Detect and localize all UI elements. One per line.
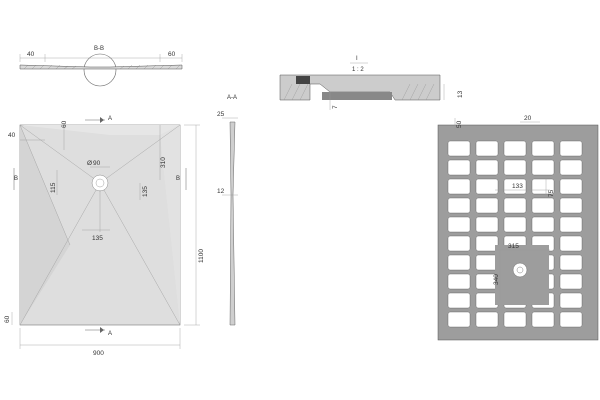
dim-60-bottom: 60 xyxy=(4,315,11,323)
dim-900: 900 xyxy=(93,350,104,357)
detail-scale: 1 : 2 xyxy=(352,67,364,73)
drain-hole-bottom xyxy=(512,262,528,278)
grid-cell xyxy=(559,311,583,328)
detail-i: I 1 : 2 13 7 xyxy=(279,56,464,110)
grid-cell xyxy=(503,311,527,328)
dim-340-bottom: 340 xyxy=(493,274,500,285)
grid-cell xyxy=(503,197,527,214)
grid-cell xyxy=(559,216,583,233)
profile-bb xyxy=(19,64,183,70)
section-b-left: B xyxy=(14,176,18,182)
grid-cell xyxy=(447,311,471,328)
grid-cell xyxy=(475,197,499,214)
dim-13-detail: 13 xyxy=(457,90,464,98)
grid-cell xyxy=(531,159,555,176)
plan-view: A A B B 40 60 Ø 90 115 310 135 135 xyxy=(4,116,205,357)
dim-1100: 1100 xyxy=(198,249,205,263)
section-aa: A-A 25 12 xyxy=(217,95,238,326)
dim-315-bottom: 315 xyxy=(508,243,519,250)
dim-25-aa: 25 xyxy=(217,111,225,118)
dim-115: 115 xyxy=(50,182,57,193)
facet-left xyxy=(20,125,70,325)
grid-cell xyxy=(531,216,555,233)
detail-label-i: I xyxy=(356,56,358,62)
grid-cell xyxy=(559,254,583,271)
grid-cell xyxy=(559,292,583,309)
grid-cell xyxy=(475,311,499,328)
dim-60-plan: 60 xyxy=(61,120,68,128)
grid-cell xyxy=(447,292,471,309)
section-a-bottom: A xyxy=(108,331,112,337)
grid-cell xyxy=(503,216,527,233)
grid-cell xyxy=(559,140,583,157)
grid-cell xyxy=(559,235,583,252)
grid-cell xyxy=(447,254,471,271)
grid-cell xyxy=(475,159,499,176)
section-bb: 40 60 B-B xyxy=(19,46,183,87)
section-label-aa: A-A xyxy=(227,95,237,101)
section-b-right: B xyxy=(176,176,180,182)
grid-cell xyxy=(531,197,555,214)
profile-aa xyxy=(229,121,236,326)
dim-310: 310 xyxy=(160,157,167,168)
grid-cell xyxy=(447,216,471,233)
dim-60-bb: 60 xyxy=(168,51,176,58)
section-label-bb: B-B xyxy=(94,46,104,52)
grid-cell xyxy=(503,178,527,195)
grid-cell xyxy=(531,178,555,195)
grid-cell xyxy=(559,197,583,214)
grid-cell xyxy=(447,235,471,252)
grid-cell xyxy=(475,254,499,271)
facet-top xyxy=(20,125,180,135)
grid-cell xyxy=(559,178,583,195)
grid-cell xyxy=(503,159,527,176)
grid-cell xyxy=(447,273,471,290)
dim-50-bottom: 50 xyxy=(456,120,463,128)
grid-cell xyxy=(475,216,499,233)
grid-cell xyxy=(531,311,555,328)
bottom-view: 50 20 133 75 315 340 xyxy=(437,115,599,341)
dim-7-detail: 7 xyxy=(332,105,339,109)
drain-hole xyxy=(91,174,109,192)
grid-cell xyxy=(447,178,471,195)
grid-cell xyxy=(475,292,499,309)
grid-cell xyxy=(447,140,471,157)
dim-135-vertical: 135 xyxy=(142,186,149,197)
detail-circle-bb xyxy=(83,53,117,87)
dim-20-bottom: 20 xyxy=(524,115,532,122)
dim-40-bb: 40 xyxy=(27,51,35,58)
grid-cell xyxy=(447,197,471,214)
facet-right xyxy=(160,125,180,325)
grid-cell xyxy=(531,140,555,157)
grid-cell xyxy=(475,235,499,252)
grid-cell xyxy=(475,140,499,157)
dim-12-aa: 12 xyxy=(217,188,225,195)
section-a-top: A xyxy=(108,116,112,122)
dim-diameter-symbol: Ø xyxy=(87,160,92,167)
dim-75-bottom: 75 xyxy=(548,189,555,197)
dim-135-horizontal: 135 xyxy=(92,235,103,242)
grid-cell xyxy=(559,159,583,176)
dim-133-bottom: 133 xyxy=(512,183,523,190)
bottom-grid xyxy=(447,140,583,328)
grid-cell xyxy=(503,140,527,157)
grid-cell xyxy=(447,159,471,176)
dim-90: 90 xyxy=(93,160,101,167)
dim-40-plan: 40 xyxy=(8,132,16,139)
grid-cell xyxy=(559,273,583,290)
grid-cell xyxy=(475,178,499,195)
